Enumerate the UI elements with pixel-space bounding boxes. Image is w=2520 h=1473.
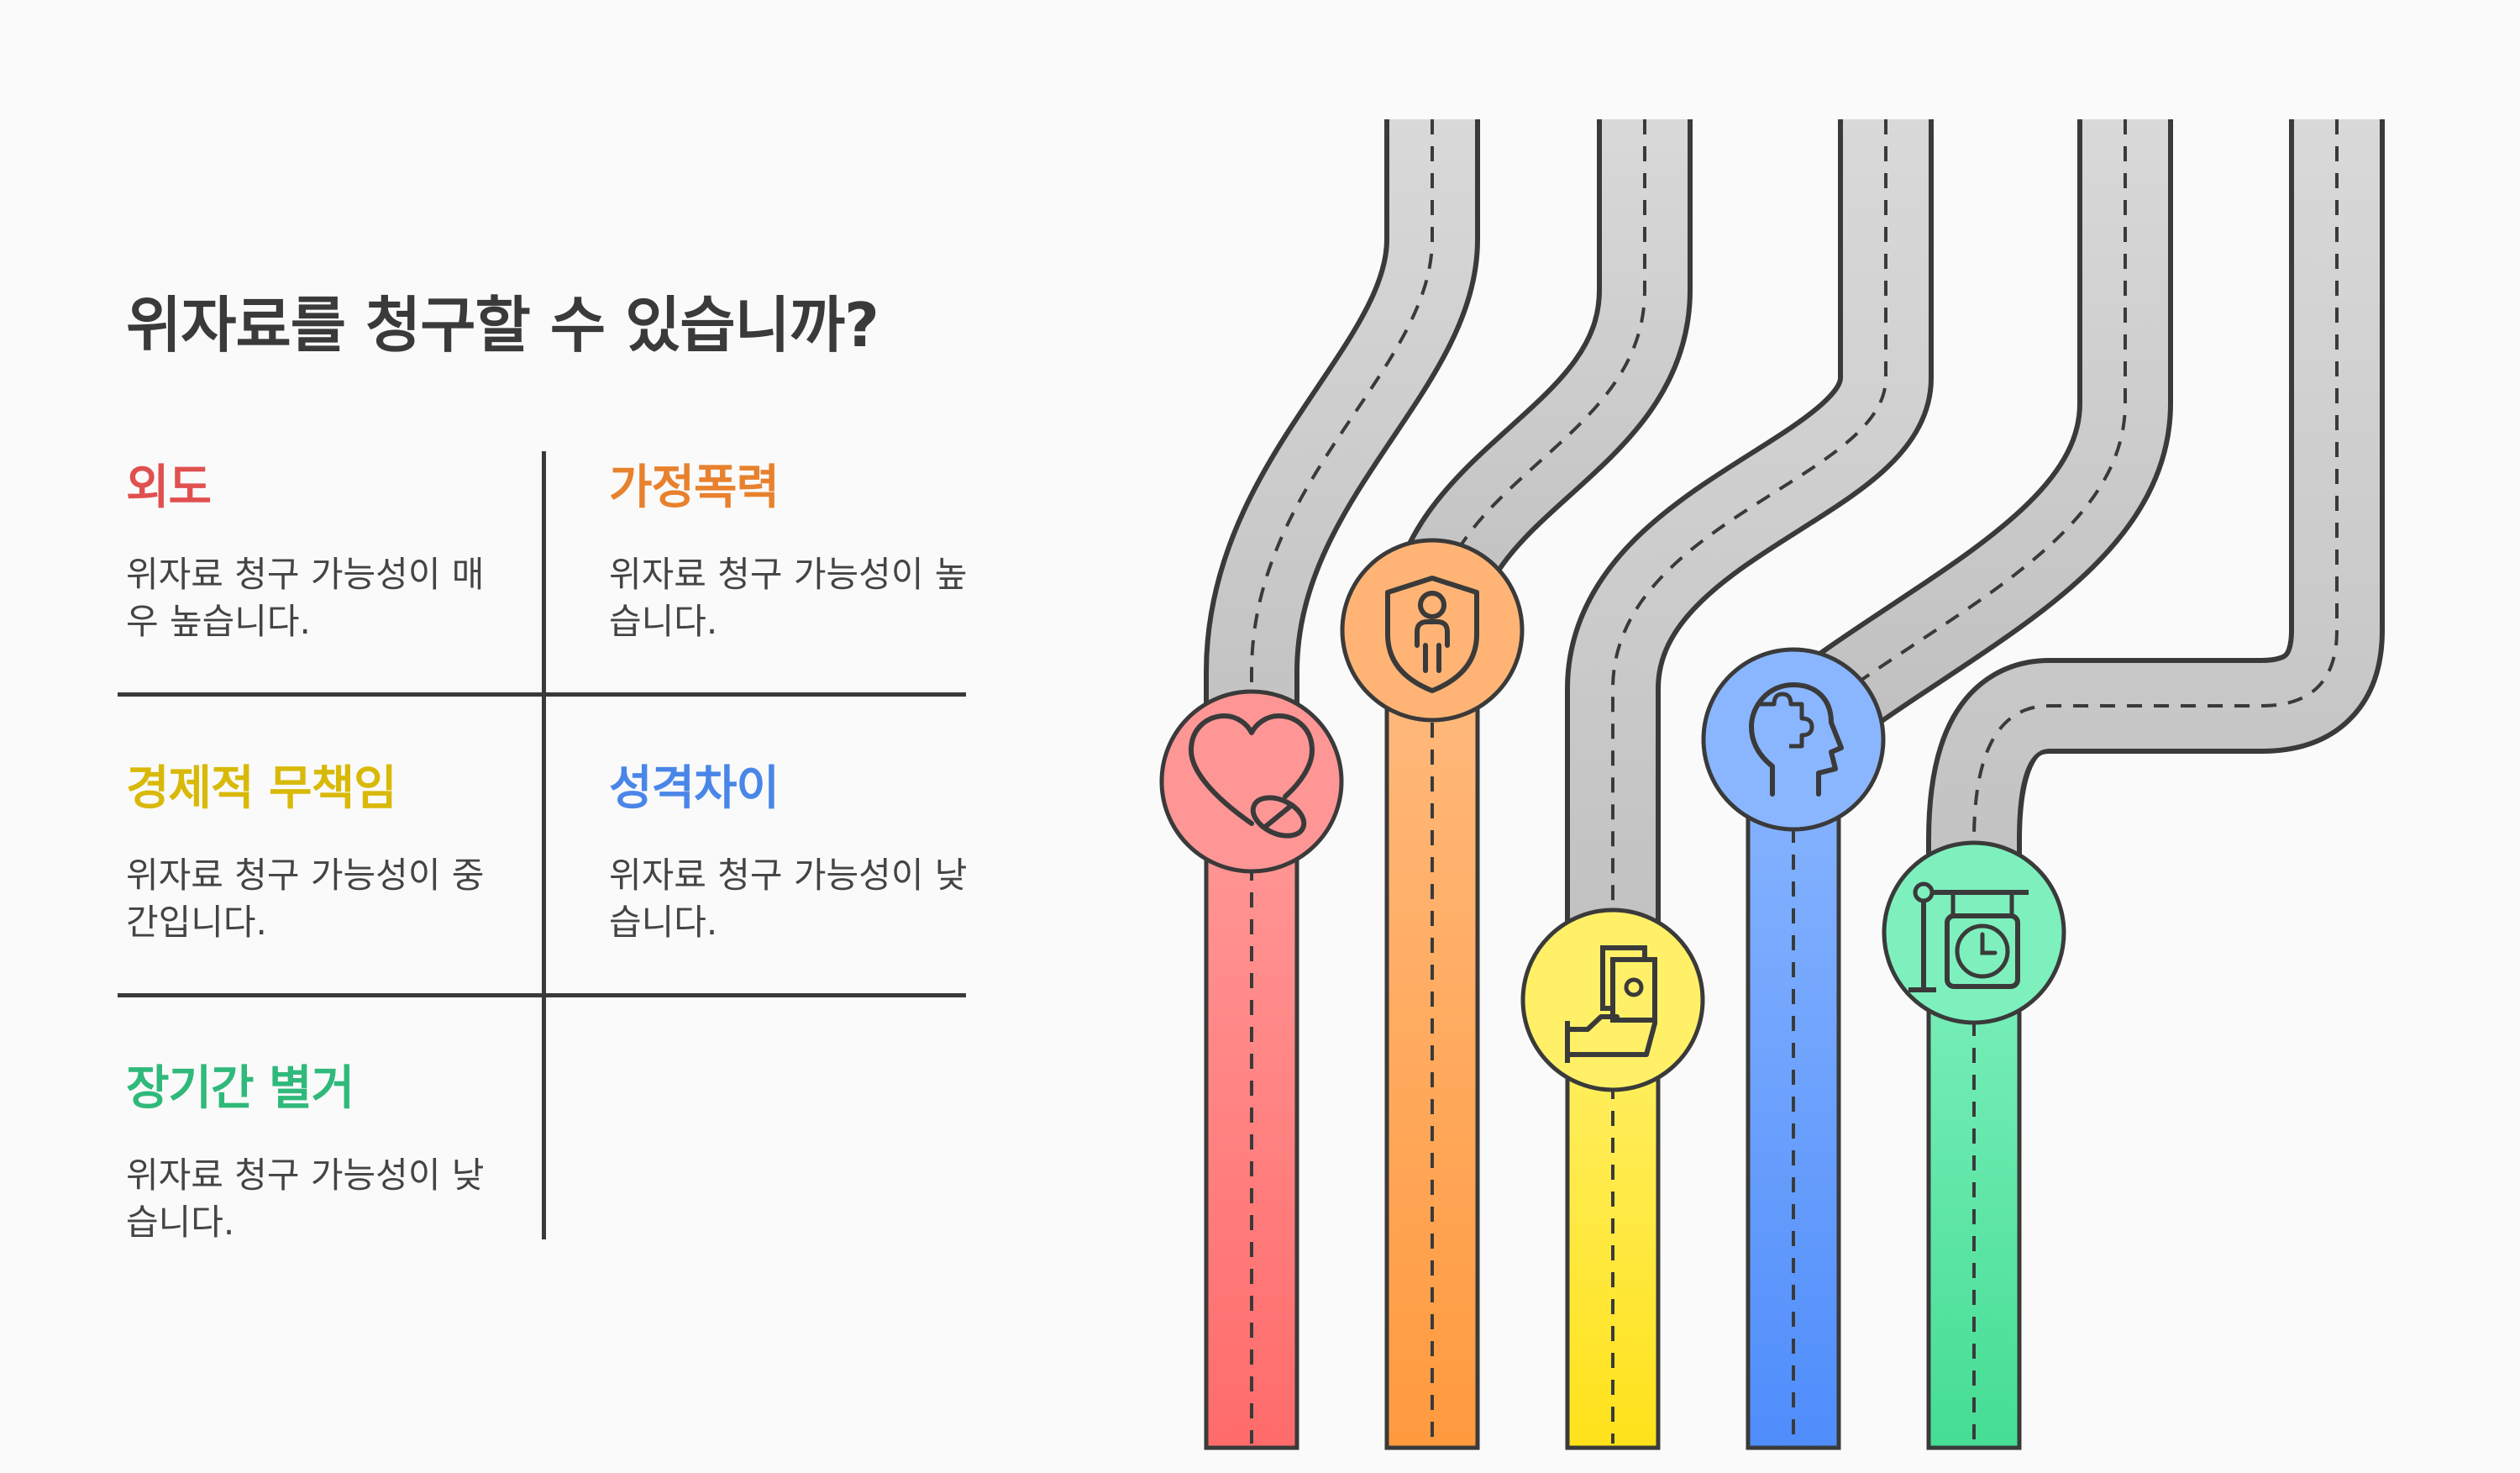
hand-money-icon [1520,907,1705,1092]
hanging-clock-sign-icon [1882,840,2066,1025]
item-card-long-separation: 장기간 별거 위자료 청구 가능성이 낮습니다. [126,1050,546,1246]
item-card-domestic-violence: 가정폭력 위자료 청구 가능성이 높습니다. [609,450,1029,645]
item-card-personality-differences: 성격차이 위자료 청구 가능성이 낮습니다. [609,750,1029,946]
item-card-financial-irresponsibility: 경제적 무책임 위자료 청구 가능성이 중간입니다. [126,750,546,946]
item-description: 위자료 청구 가능성이 낮습니다. [609,855,968,943]
blue-road [1746,729,1841,1450]
orange-road [1384,628,1480,1450]
grid-divider-horizontal-2 [118,993,966,997]
head-puzzle-icon [1701,647,1886,832]
item-title: 가정폭력 [609,460,780,515]
item-description: 위자료 청구 가능성이 중간입니다. [126,855,485,943]
item-card-infidelity: 외도 위자료 청구 가능성이 매우 높습니다. [126,450,546,645]
red-road [1204,779,1299,1450]
grid-divider-horizontal-1 [118,692,966,697]
item-description: 위자료 청구 가능성이 매우 높습니다. [126,554,485,642]
item-title: 장기간 별거 [126,1061,354,1116]
gray-road-5 [1926,119,2385,933]
grid-divider-vertical [542,451,546,1239]
item-description: 위자료 청구 가능성이 높습니다. [609,554,968,642]
gray-road-1 [1204,119,1480,790]
broken-heart-pill-icon [1159,689,1344,874]
gray-road-3 [1565,119,1934,1000]
item-title: 성격차이 [609,761,780,816]
item-title: 외도 [126,460,212,515]
shield-person-icon [1340,538,1525,723]
item-title: 경제적 무책임 [126,761,397,816]
item-description: 위자료 청구 가능성이 낮습니다. [126,1155,485,1243]
page-title: 위자료를 청구할 수 있습니까? [126,290,879,360]
